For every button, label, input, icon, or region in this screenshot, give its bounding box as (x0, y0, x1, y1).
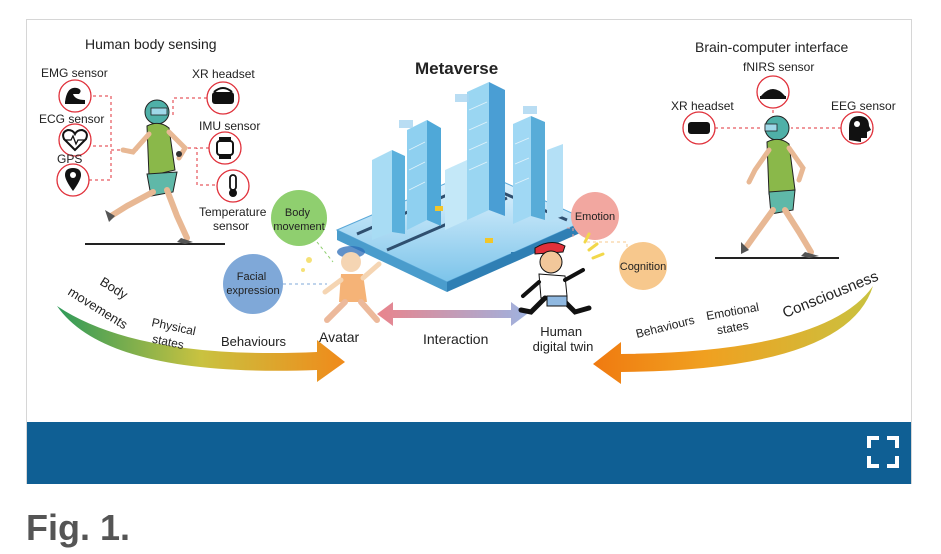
expand-icon (867, 436, 899, 468)
right-arrow-labels: Behaviours Emotional states Consciousnes… (634, 268, 880, 341)
digital-twin-figure (518, 232, 605, 315)
vr-headset-icon-right (682, 111, 716, 145)
metaverse-title: Metaverse (415, 59, 498, 78)
facial-expression-bubble: Facial expression (223, 254, 283, 314)
fnirs-cap-icon (756, 75, 790, 109)
digital-twin-label: Human digital twin (533, 324, 594, 354)
xr-headset-label-left: XR headset (192, 67, 255, 81)
avatar-label: Avatar (319, 329, 360, 345)
figure-frame: Human body sensing EMG sensor ECG sensor… (26, 19, 912, 484)
temperature-sensor-label: Temperature sensor (199, 205, 270, 233)
right-flow-arrow (593, 286, 873, 384)
interaction-label: Interaction (423, 331, 488, 347)
body-movement-bubble: Body movement (271, 190, 327, 246)
fnirs-sensor-label: fNIRS sensor (743, 60, 814, 74)
emotion-bubble: Emotion (571, 192, 619, 240)
svg-text:Facial expression: Facial expression (226, 271, 279, 297)
left-flow-arrow (57, 306, 345, 382)
muscle-icon (58, 79, 92, 113)
running-person-right (715, 115, 839, 259)
figure-toolbar (27, 422, 911, 484)
smartwatch-icon (208, 131, 242, 165)
eeg-sensor-label: EEG sensor (831, 99, 896, 113)
brain-head-icon (840, 111, 874, 145)
cognition-bubble: Cognition (619, 242, 667, 290)
svg-text:Cognition: Cognition (620, 261, 666, 273)
ecg-sensor-label: ECG sensor (39, 112, 104, 126)
svg-text:Behaviours: Behaviours (634, 313, 696, 341)
imu-sensor-label: IMU sensor (199, 119, 260, 133)
heart-pulse-icon (58, 123, 92, 157)
emg-sensor-label: EMG sensor (41, 66, 108, 80)
vr-headset-icon (206, 81, 240, 115)
svg-text:Body: Body (97, 274, 131, 303)
xr-headset-label-right: XR headset (671, 99, 734, 113)
metaverse-diagram: Human body sensing EMG sensor ECG sensor… (39, 36, 896, 384)
svg-text:Consciousness: Consciousness (780, 268, 881, 322)
metaverse-city (335, 82, 589, 292)
thermometer-icon (216, 169, 250, 203)
gps-label: GPS (57, 152, 82, 166)
location-pin-icon (56, 163, 90, 197)
svg-text:Behaviours: Behaviours (221, 334, 287, 349)
left-title: Human body sensing (85, 36, 217, 52)
running-person-left (85, 99, 225, 245)
interaction-arrow (377, 302, 527, 326)
svg-text:Emotional states: Emotional states (705, 299, 766, 338)
figure-caption: Fig. 1. (26, 507, 131, 548)
svg-text:Body movement: Body movement (273, 207, 324, 233)
svg-text:Emotion: Emotion (575, 211, 615, 223)
expand-button[interactable] (863, 432, 903, 472)
avatar-figure (301, 246, 382, 323)
right-title: Brain-computer interface (695, 39, 849, 55)
